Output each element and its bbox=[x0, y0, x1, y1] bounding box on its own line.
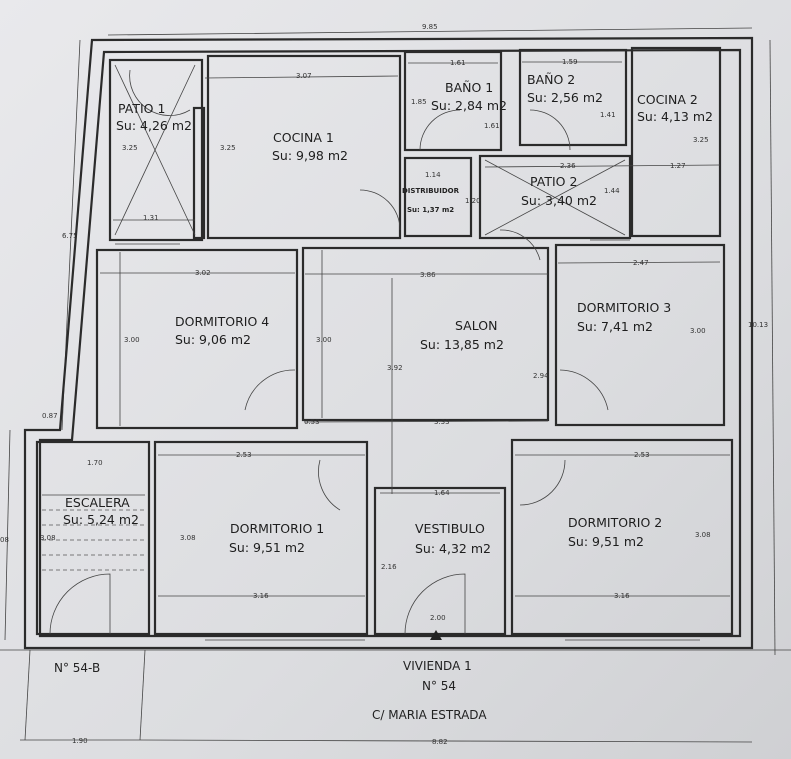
room-area: Su: 9,98 m2 bbox=[272, 148, 348, 163]
dimension-label: 3.08 bbox=[180, 534, 196, 542]
room-name: SALON bbox=[455, 318, 497, 333]
room-name: DORMITORIO 4 bbox=[175, 314, 269, 329]
walls bbox=[23, 36, 754, 650]
room-name: PATIO 2 bbox=[530, 174, 577, 189]
dimension-label: 1.70 bbox=[87, 459, 103, 467]
room-name: PATIO 1 bbox=[118, 101, 165, 116]
dimension-label: 3.16 bbox=[253, 592, 269, 600]
room-area: Su: 4,13 m2 bbox=[637, 109, 713, 124]
dimension-label: 3.25 bbox=[122, 144, 138, 152]
room-name: COCINA 1 bbox=[273, 130, 334, 145]
dimension-label: 0.87 bbox=[42, 412, 58, 420]
dimension-label: 2.53 bbox=[634, 451, 650, 459]
room-area: Su: 13,85 m2 bbox=[420, 337, 504, 352]
dimension-label: 0.53 bbox=[304, 418, 320, 426]
dimension-label: 2.00 bbox=[430, 614, 446, 622]
dimension-label: 1.14 bbox=[425, 171, 441, 179]
room-area: Su: 3,40 m2 bbox=[521, 193, 597, 208]
dimension-label: 1.85 bbox=[411, 98, 427, 106]
dimension-label: 3.16 bbox=[614, 592, 630, 600]
dimension-label: 1.61 bbox=[484, 122, 500, 130]
room-name: DISTRIBUIDOR bbox=[402, 187, 460, 195]
dimension-label: 2.53 bbox=[236, 451, 252, 459]
room-area: Su: 9,06 m2 bbox=[175, 332, 251, 347]
room-name: DORMITORIO 1 bbox=[230, 521, 324, 536]
dimension-lines bbox=[0, 27, 791, 743]
dimension-label: 1.31 bbox=[143, 214, 159, 222]
dimension-label: 1.27 bbox=[670, 162, 686, 170]
dimension-label: 6.75 bbox=[62, 232, 78, 240]
dimension-label: 1.59 bbox=[562, 58, 578, 66]
street-label: C/ MARIA ESTRADA bbox=[372, 708, 487, 722]
dwelling-label: VIVIENDA 1 bbox=[403, 659, 472, 673]
room-area: Su: 2,84 m2 bbox=[431, 98, 507, 113]
dimension-label: 3.86 bbox=[420, 271, 436, 279]
dimension-label: 9.85 bbox=[422, 23, 438, 31]
entrance-arrow-icon bbox=[430, 630, 442, 640]
room-area: Su: 9,51 m2 bbox=[229, 540, 305, 555]
room-name: DORMITORIO 3 bbox=[577, 300, 671, 315]
room-name: BAÑO 2 bbox=[527, 72, 575, 87]
room-name: VESTIBULO bbox=[415, 521, 485, 536]
dimension-label: 3.92 bbox=[387, 364, 403, 372]
dimension-labels: 9.85 10.13 6.75 3.07 3.25 3.25 1.31 1.61… bbox=[0, 23, 768, 746]
dimension-label: 3.08 bbox=[695, 531, 711, 539]
dimension-label: 1.90 bbox=[72, 737, 88, 745]
dimension-label: 3.08 bbox=[40, 534, 56, 542]
dimension-label: 10.13 bbox=[748, 321, 768, 329]
room-area: Su: 5,24 m2 bbox=[63, 512, 139, 527]
dimension-label: 3.33 bbox=[434, 418, 450, 426]
room-name: COCINA 2 bbox=[637, 92, 698, 107]
room-labels: PATIO 1 Su: 4,26 m2 COCINA 1 Su: 9,98 m2… bbox=[63, 72, 713, 556]
dimension-label: 1.64 bbox=[434, 489, 450, 497]
room-name: ESCALERA bbox=[65, 495, 130, 510]
dimension-label: 2.36 bbox=[560, 162, 576, 170]
dimension-label: 1.41 bbox=[600, 111, 616, 119]
dimension-label: 3.00 bbox=[316, 336, 332, 344]
neighbor-label: N° 54-B bbox=[54, 661, 100, 675]
room-name: BAÑO 1 bbox=[445, 80, 493, 95]
dimension-label: 3.00 bbox=[690, 327, 706, 335]
dimension-label: 8.82 bbox=[432, 738, 448, 746]
dimension-label: 3.02 bbox=[195, 269, 211, 277]
number-label: N° 54 bbox=[422, 679, 456, 693]
dimension-label: 3.25 bbox=[693, 136, 709, 144]
dimension-label: 3.07 bbox=[296, 72, 312, 80]
room-area: Su: 1,37 m2 bbox=[407, 206, 454, 214]
dimension-label: 1.44 bbox=[604, 187, 620, 195]
dimension-label: 08 bbox=[0, 536, 9, 544]
fixtures bbox=[42, 64, 626, 640]
dimension-label: 1.20 bbox=[465, 197, 481, 205]
dimension-label: 2.94 bbox=[533, 372, 549, 380]
dimension-label: 3.25 bbox=[220, 144, 236, 152]
site-labels: N° 54-B VIVIENDA 1 N° 54 C/ MARIA ESTRAD… bbox=[54, 659, 487, 722]
dimension-label: 1.61 bbox=[450, 59, 466, 67]
interior-dimension-lines bbox=[100, 61, 730, 597]
dimension-label: 2.47 bbox=[633, 259, 649, 267]
dimension-label: 3.00 bbox=[124, 336, 140, 344]
dimension-label: 2.16 bbox=[381, 563, 397, 571]
room-area: Su: 7,41 m2 bbox=[577, 319, 653, 334]
room-area: Su: 9,51 m2 bbox=[568, 534, 644, 549]
room-name: DORMITORIO 2 bbox=[568, 515, 662, 530]
room-area: Su: 4,26 m2 bbox=[116, 118, 192, 133]
room-area: Su: 2,56 m2 bbox=[527, 90, 603, 105]
room-area: Su: 4,32 m2 bbox=[415, 541, 491, 556]
